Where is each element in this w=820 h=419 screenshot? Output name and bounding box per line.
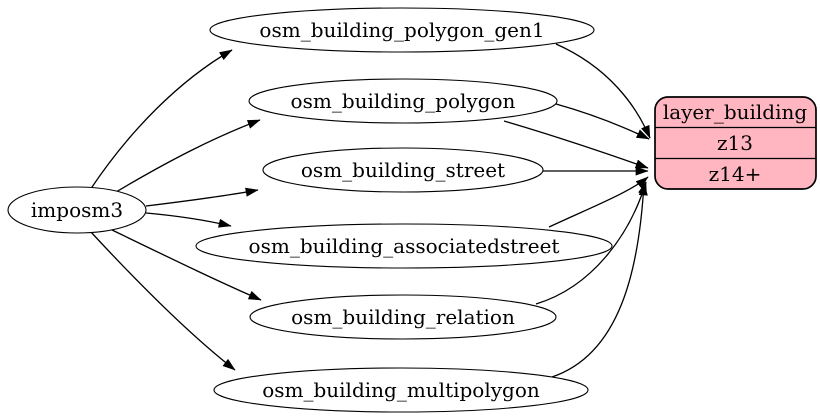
osm-building-associatedstreet-label: osm_building_associatedstreet	[249, 234, 560, 258]
imposm3-label: imposm3	[31, 198, 123, 222]
edge-osm-building-polygon-gen1-to-layer-building-z13	[555, 43, 651, 139]
node-osm-building-street: osm_building_street	[262, 147, 544, 193]
edge-osm-building-multipolygon-to-layer-building-z14plus	[551, 182, 648, 378]
osm-building-street-label: osm_building_street	[301, 158, 505, 182]
osm-building-relation-ellipse	[249, 294, 557, 340]
osm-building-polygon-gen1-label: osm_building_polygon_gen1	[259, 18, 544, 42]
edge-imposm3-to-osm-building-relation	[109, 228, 262, 301]
edge-imposm3-to-osm-building-street	[145, 187, 259, 207]
osm-building-polygon-gen1-ellipse	[209, 7, 595, 53]
edge-imposm3-to-osm-building-polygon-gen1	[89, 49, 233, 191]
node-osm-building-polygon-gen1: osm_building_polygon_gen1	[209, 7, 595, 53]
layer-building-box	[654, 96, 817, 190]
osm-building-multipolygon-ellipse	[213, 367, 589, 413]
osm-building-polygon-ellipse	[248, 78, 558, 124]
osm-building-multipolygon-label: osm_building_multipolygon	[262, 378, 540, 402]
node-imposm3: imposm3	[7, 186, 147, 234]
osm-building-relation-label: osm_building_relation	[291, 305, 515, 329]
osm-building-polygon-label: osm_building_polygon	[291, 89, 516, 113]
node-osm-building-polygon: osm_building_polygon	[248, 78, 558, 124]
imposm3-ellipse	[7, 186, 147, 234]
edge-osm-building-associatedstreet-to-layer-building-z14plus	[548, 176, 649, 228]
node-osm-building-associatedstreet: osm_building_associatedstreet	[195, 223, 613, 269]
edge-imposm3-to-osm-building-associatedstreet	[145, 212, 232, 228]
layer-building-title: layer_building	[663, 100, 808, 124]
edge-imposm3-to-osm-building-multipolygon	[89, 230, 236, 371]
node-osm-building-relation: osm_building_relation	[249, 294, 557, 340]
node-layer-building: layer_building z13 z14+	[654, 96, 817, 190]
layer-building-row-z14plus: z14+	[709, 162, 762, 186]
osm-building-street-ellipse	[262, 147, 544, 193]
edge-osm-building-polygon-to-layer-building-z14plus	[503, 120, 649, 169]
edge-imposm3-to-osm-building-polygon	[115, 119, 261, 193]
edge-osm-building-polygon-to-layer-building-z13	[555, 103, 650, 140]
node-osm-building-multipolygon: osm_building_multipolygon	[213, 367, 589, 413]
osm-building-associatedstreet-ellipse	[195, 223, 613, 269]
edge-osm-building-relation-to-layer-building-z14plus	[535, 181, 647, 305]
layer-building-row-z13: z13	[717, 131, 753, 155]
